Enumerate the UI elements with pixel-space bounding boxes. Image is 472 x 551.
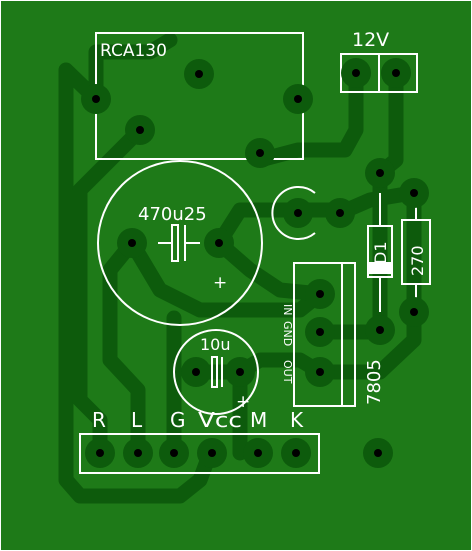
relay-pad-hole bbox=[195, 70, 203, 78]
header-pad-hole bbox=[292, 449, 300, 457]
transistor-outline bbox=[271, 186, 316, 240]
transistor-pad-hole bbox=[336, 209, 344, 217]
cap-large-polarity: + bbox=[213, 273, 227, 293]
trace-left-outer bbox=[58, 62, 218, 504]
header-pad-hole bbox=[208, 449, 216, 457]
regulator-pin-gnd: GND bbox=[281, 321, 294, 346]
header-pin-label-k: K bbox=[290, 408, 304, 432]
diode-pad-hole bbox=[376, 326, 384, 334]
resistor-pad-hole bbox=[410, 189, 418, 197]
regulator-pad-hole bbox=[316, 290, 324, 298]
trace-left-inner-2 bbox=[102, 235, 146, 461]
regulator-pin-out: OUT bbox=[281, 360, 294, 384]
cap-small-pad-hole bbox=[192, 368, 200, 376]
cap-small-outline bbox=[173, 329, 259, 415]
cap-large-label: 470u25 bbox=[138, 204, 207, 225]
relay-pad-hole bbox=[294, 95, 302, 103]
regulator-label: 7805 bbox=[364, 359, 385, 405]
relay-pad-hole bbox=[256, 149, 264, 157]
pads-group bbox=[81, 58, 429, 468]
cap-large-pad-hole bbox=[128, 239, 136, 247]
power-header-label: 12V bbox=[352, 29, 389, 51]
cap-small-plate-left bbox=[211, 356, 218, 388]
resistor-label: 270 bbox=[408, 245, 427, 276]
trace-top-bus bbox=[252, 65, 364, 168]
cap-large-pad-hole bbox=[215, 239, 223, 247]
header-pin-label-l: L bbox=[131, 408, 143, 432]
header-pin-label-r: R bbox=[92, 408, 106, 432]
trace-cap-top bbox=[211, 202, 348, 251]
cap-small-polarity: + bbox=[236, 392, 250, 412]
diode-label: D1 bbox=[371, 242, 390, 265]
silkscreen-labels: RCA130 12V 470u25 + 10u + D1 270 7805 IN… bbox=[92, 29, 427, 432]
cap-small-pad-hole bbox=[236, 368, 244, 376]
regulator-pin-in: IN bbox=[281, 304, 294, 315]
trace-left-inner-1 bbox=[72, 122, 148, 461]
relay-pad-hole bbox=[136, 126, 144, 134]
cap-large-outline bbox=[97, 160, 263, 326]
header-pin-label-m: M bbox=[250, 408, 267, 432]
output-header-outline bbox=[79, 433, 320, 474]
trace-cap-to-reg-in bbox=[124, 235, 328, 318]
header-pad-hole bbox=[134, 449, 142, 457]
header-pad-hole bbox=[170, 449, 178, 457]
regulator-tab bbox=[341, 262, 356, 407]
header-pad-hole bbox=[254, 449, 262, 457]
header-pin-label-vcc: Vcc bbox=[198, 408, 242, 432]
regulator-pad-hole bbox=[316, 368, 324, 376]
transistor-pad-hole bbox=[294, 209, 302, 217]
header-pad-hole bbox=[96, 449, 104, 457]
relay-pad-hole bbox=[92, 95, 100, 103]
regulator-pad-hole bbox=[316, 328, 324, 336]
mount-pad-hole bbox=[374, 449, 382, 457]
diode-cathode-band bbox=[368, 262, 392, 274]
resistor-pad-hole bbox=[410, 308, 418, 316]
power-pad-hole bbox=[352, 69, 360, 77]
trace-cap-neg bbox=[211, 235, 328, 302]
header-pin-label-g: G bbox=[170, 408, 186, 432]
relay-label: RCA130 bbox=[100, 41, 167, 61]
power-pad-hole bbox=[392, 69, 400, 77]
cap-small-label: 10u bbox=[200, 335, 231, 354]
diode-pad-hole bbox=[376, 169, 384, 177]
